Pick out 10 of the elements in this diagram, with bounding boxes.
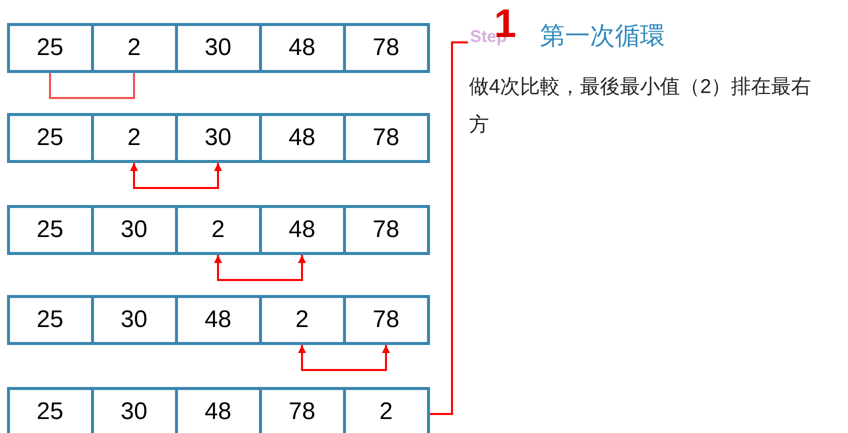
array-cell: 25 <box>6 205 94 255</box>
array-cell: 25 <box>6 23 94 73</box>
arrow <box>214 255 306 281</box>
array-cell: 25 <box>6 113 94 163</box>
arrow <box>130 163 222 189</box>
arrow <box>298 345 390 371</box>
array-cell: 25 <box>6 387 94 433</box>
step-heading: 第一次循環 <box>540 21 665 52</box>
description-text: 做4次比較，最後最小值（2）排在最右方 <box>469 75 812 138</box>
array-cell: 25 <box>6 295 94 345</box>
